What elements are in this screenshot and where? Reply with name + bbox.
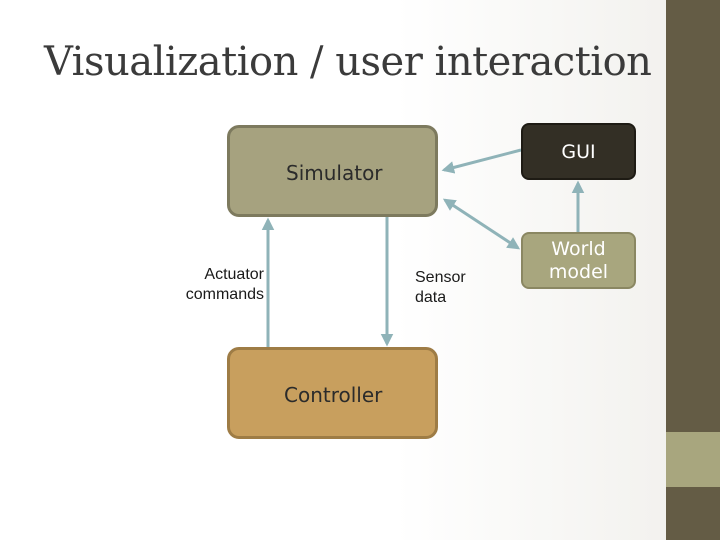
sensor-label-line2: data [415, 288, 447, 306]
world-model-label-line1: World [551, 237, 606, 260]
controller-node: Controller [227, 347, 438, 439]
actuator-label-line1: Actuator [204, 266, 264, 283]
actuator-label-line2: commands [185, 285, 264, 303]
gui-label: GUI [561, 140, 596, 163]
gui-to-simulator-arrow [441, 148, 522, 174]
sensor-label-line1: Sensor [415, 269, 466, 286]
controller-label: Controller [284, 383, 383, 407]
world-model-node: World model [521, 232, 636, 289]
sensor-data-label: Sensor data [415, 268, 495, 307]
gui-node: GUI [521, 123, 636, 180]
slide-title: Visualization / user interaction [44, 39, 652, 85]
simulator-node: Simulator [227, 125, 438, 217]
simulator-worldmodel-arrow [442, 198, 521, 250]
side-panel-accent [666, 432, 720, 487]
actuator-commands-label: Actuator commands [160, 265, 264, 304]
simulator-label: Simulator [286, 161, 383, 185]
world-model-label-line2: model [548, 260, 609, 283]
